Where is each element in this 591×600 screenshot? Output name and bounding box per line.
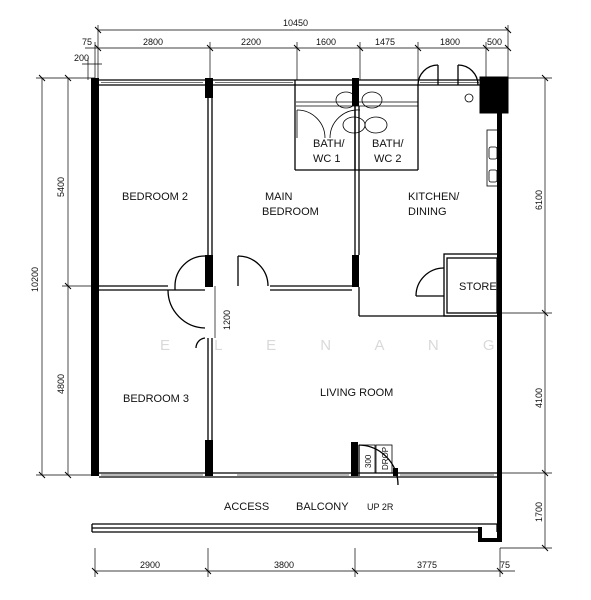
thin-walls — [91, 79, 501, 533]
watermark: E L E N A N G — [160, 337, 514, 354]
dim-right-1700: 1700 — [534, 502, 544, 522]
label-balcony: BALCONY — [296, 501, 349, 513]
fixtures — [335, 85, 504, 187]
label-living-room: LIVING ROOM — [320, 387, 393, 399]
dim-top-500: 500 — [487, 37, 502, 47]
label-bath1-line2: WC 1 — [313, 153, 341, 165]
label-kitchen-line1: KITCHEN/ — [408, 191, 460, 203]
dim-right-4100: 4100 — [534, 388, 544, 408]
dim-bottom-75: 75 — [500, 560, 510, 570]
dim-top-2800: 2800 — [143, 37, 163, 47]
dim-top-1600: 1600 — [316, 37, 336, 47]
room-labels: BEDROOM 2 MAIN BEDROOM BATH/ WC 1 BATH/ … — [122, 138, 497, 513]
label-main-bedroom-line1: MAIN — [265, 191, 293, 203]
dim-left-total: 10200 — [30, 267, 40, 292]
dim-right-6100: 6100 — [534, 190, 544, 210]
label-main-bedroom-line2: BEDROOM — [262, 206, 319, 218]
label-bedroom-3: BEDROOM 3 — [123, 393, 189, 405]
windows — [101, 82, 494, 476]
dimension-ticks — [38, 26, 549, 575]
label-access: ACCESS — [224, 501, 269, 513]
doors — [167, 64, 479, 486]
label-300: 300 — [364, 454, 373, 468]
dim-top-75: 75 — [82, 37, 92, 47]
label-bedroom-2: BEDROOM 2 — [122, 191, 188, 203]
label-kitchen-line2: DINING — [408, 206, 447, 218]
dim-bottom-3775: 3775 — [417, 560, 437, 570]
dim-top-1475: 1475 — [375, 37, 395, 47]
label-bath2-line2: WC 2 — [374, 153, 402, 165]
label-drop: DROP — [381, 447, 390, 470]
dim-top-total: 10450 — [283, 18, 308, 28]
dim-top-200: 200 — [74, 53, 89, 63]
dim-left-5400: 5400 — [56, 177, 66, 197]
label-bath2-line1: BATH/ — [372, 138, 405, 150]
dim-bottom-3800: 3800 — [274, 560, 294, 570]
dim-left-4800: 4800 — [56, 374, 66, 394]
dim-bottom-2900: 2900 — [140, 560, 160, 570]
dimension-lines — [36, 25, 552, 577]
dim-top-2200: 2200 — [241, 37, 261, 47]
label-up: UP 2R — [367, 502, 394, 512]
label-bath1-line1: BATH/ — [313, 138, 346, 150]
dim-top-1800: 1800 — [440, 37, 460, 47]
dim-door-1200: 1200 — [222, 310, 232, 330]
dimension-labels: 10450 75 2800 2200 1600 1475 1800 500 20… — [30, 18, 544, 570]
label-store: STORE — [459, 281, 497, 293]
entrance-step — [358, 444, 393, 474]
